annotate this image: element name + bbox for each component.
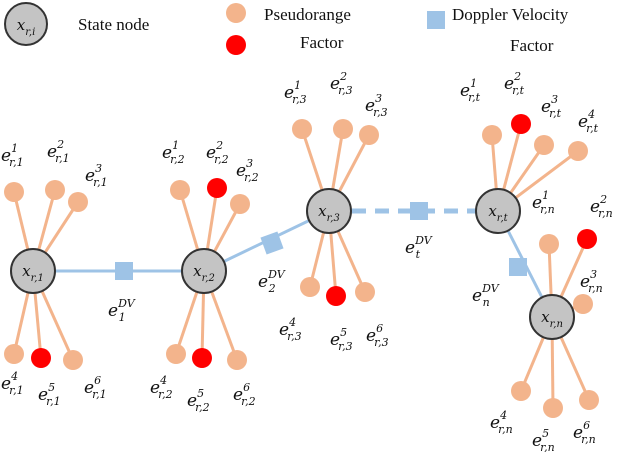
pseudorange-factor-node xyxy=(68,192,88,212)
legend-pseudo-highlight-circle xyxy=(226,35,246,55)
pseudorange-factor-node xyxy=(359,125,379,145)
pseudorange-factor-node xyxy=(227,350,247,370)
pseudorange-factor-node xyxy=(539,234,559,254)
pseudorange-factor-node xyxy=(482,125,502,145)
pseudorange-factor-node xyxy=(511,381,531,401)
svg-text:xr,i: xr,i xyxy=(17,16,36,38)
state-node xyxy=(475,188,521,234)
pseudorange-factor-node xyxy=(230,194,250,214)
pseudorange-factor-node xyxy=(534,135,554,155)
pseudorange-factor-node-highlight xyxy=(207,178,227,198)
legend-pseudo-label-line1: Pseudorange xyxy=(264,5,351,24)
state-node xyxy=(529,294,575,340)
doppler-factor-node xyxy=(509,258,527,276)
pseudorange-factor-node-highlight xyxy=(192,348,212,368)
pseudorange-factor-node xyxy=(45,180,65,200)
pseudorange-factor-node xyxy=(292,119,312,139)
legend-state-node: xr,i State node xyxy=(4,2,149,46)
legend-state-label: State node xyxy=(78,15,149,34)
legend-pseudo-circle xyxy=(226,3,246,23)
legend-state-circle xyxy=(4,2,48,46)
pseudorange-factor-node-highlight xyxy=(577,229,597,249)
state-node-label: xr,n xyxy=(541,308,563,330)
pseudorange-factor-node xyxy=(63,350,83,370)
doppler-factor-node xyxy=(260,231,284,255)
doppler-factor-node xyxy=(410,202,428,220)
pseudorange-factor-node xyxy=(579,390,599,410)
state-node-label: xr,3 xyxy=(318,202,340,224)
legend-doppler-label-line2: Factor xyxy=(510,36,554,55)
pseudorange-factor-node xyxy=(166,344,186,364)
pseudorange-factor-node xyxy=(568,141,588,161)
state-node-label: xr,t xyxy=(488,202,508,224)
pseudorange-factor-node xyxy=(573,294,593,314)
legend: xr,i State node Pseudorange Factor Doppl… xyxy=(4,2,569,55)
state-node-label: xr,2 xyxy=(193,262,215,284)
legend-doppler-square xyxy=(427,11,445,29)
state-node xyxy=(10,248,56,294)
state-node xyxy=(306,188,352,234)
legend-state-sub: r,i xyxy=(25,27,35,38)
pseudorange-factor-node xyxy=(4,344,24,364)
pseudorange-factor-node-highlight xyxy=(511,114,531,134)
pseudorange-factor-node xyxy=(170,180,190,200)
pseudorange-factor-node xyxy=(355,282,375,302)
state-node xyxy=(181,248,227,294)
pseudorange-factor-node xyxy=(300,277,320,297)
pseudorange-factor-node xyxy=(543,398,563,418)
pseudorange-factor-node xyxy=(333,119,353,139)
legend-state-symbol: x xyxy=(17,16,26,34)
state-node-label: xr,1 xyxy=(22,262,44,284)
pseudorange-factor-node-highlight xyxy=(31,348,51,368)
nodes: xr,1 xr,2 xr,3 xr,t xr,n xyxy=(4,114,599,418)
doppler-factor-node xyxy=(115,262,133,280)
legend-doppler: Doppler Velocity Factor xyxy=(427,5,569,55)
legend-pseudorange: Pseudorange Factor xyxy=(226,3,351,55)
pseudorange-factor-node-highlight xyxy=(326,286,346,306)
legend-doppler-label-line1: Doppler Velocity xyxy=(452,5,569,24)
legend-pseudo-label-line2: Factor xyxy=(300,33,344,52)
pseudorange-factor-node xyxy=(4,182,24,202)
